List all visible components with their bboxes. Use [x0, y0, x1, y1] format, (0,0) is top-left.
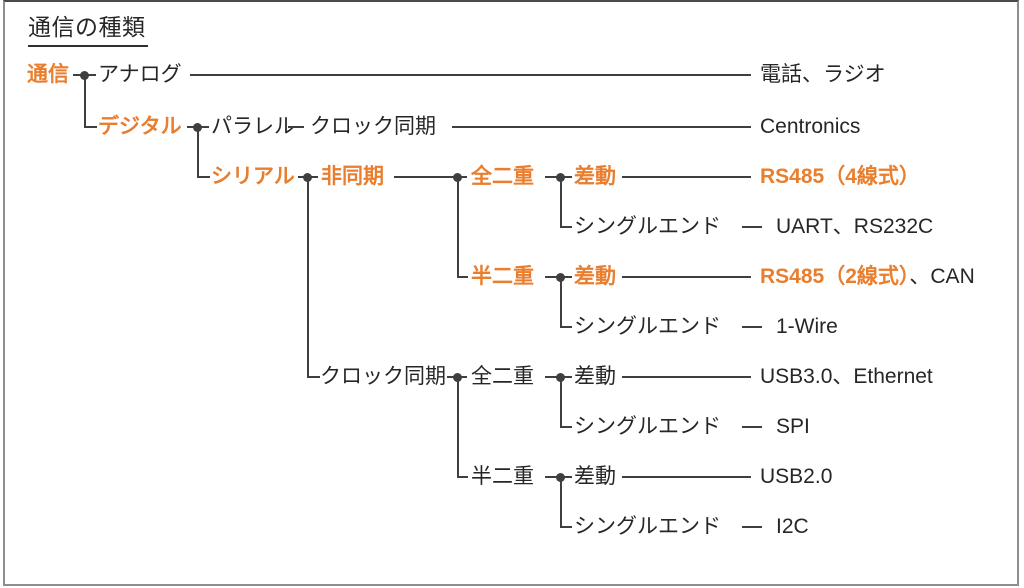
node-async-half-differential: 差動	[574, 265, 616, 288]
node-async-full-duplex: 全二重	[471, 165, 534, 188]
connector-line	[560, 226, 572, 228]
connector-line	[452, 126, 751, 128]
connector-line	[742, 326, 762, 328]
node-sync-full-single-ended: シングルエンド	[574, 415, 721, 438]
node-analog: アナログ	[98, 63, 182, 86]
connector-line	[622, 176, 751, 178]
leaf-spi: SPI	[776, 415, 810, 438]
node-async-full-single-ended: シングルエンド	[574, 215, 721, 238]
leaf-rs485-2wire-label: RS485（2線式）	[760, 265, 910, 288]
connector-line	[622, 376, 751, 378]
connector-line	[457, 476, 468, 478]
leaf-usb3-ethernet: USB3.0、Ethernet	[760, 365, 933, 388]
connector-line	[560, 377, 562, 428]
connector-line	[84, 126, 97, 128]
node-serial-clock-sync: クロック同期	[320, 365, 446, 388]
connector-line	[622, 276, 751, 278]
connector-line	[742, 426, 762, 428]
node-parallel: パラレル	[211, 115, 295, 138]
connector-line	[457, 177, 459, 278]
leaf-centronics: Centronics	[760, 115, 861, 138]
leaf-phone-radio: 電話、ラジオ	[760, 63, 886, 86]
node-asynchronous: 非同期	[321, 165, 384, 188]
node-parallel-clock-sync: クロック同期	[310, 115, 436, 138]
node-sync-half-differential: 差動	[574, 465, 616, 488]
connector-line	[560, 426, 572, 428]
node-communication: 通信	[27, 63, 69, 86]
node-sync-half-single-ended: シングルエンド	[574, 515, 721, 538]
connector-line	[560, 477, 562, 528]
connector-line	[560, 277, 562, 328]
leaf-1-wire: 1-Wire	[776, 315, 838, 338]
node-serial: シリアル	[211, 165, 295, 188]
connector-line	[394, 176, 467, 178]
connector-line	[190, 74, 751, 76]
connector-line	[560, 326, 572, 328]
connector-line	[742, 526, 762, 528]
node-async-half-single-ended: シングルエンド	[574, 315, 721, 338]
leaf-rs485-4wire: RS485（4線式）	[760, 165, 920, 188]
connector-line	[84, 75, 86, 128]
connector-line	[288, 126, 304, 128]
node-sync-full-differential: 差動	[574, 365, 616, 388]
leaf-uart-rs232c: UART、RS232C	[776, 215, 934, 238]
node-async-full-differential: 差動	[574, 165, 616, 188]
connector-line	[560, 177, 562, 228]
node-sync-half-duplex: 半二重	[471, 465, 534, 488]
connector-line	[457, 377, 459, 478]
connector-line	[457, 276, 468, 278]
node-async-half-duplex: 半二重	[471, 265, 534, 288]
connector-line	[622, 476, 751, 478]
node-sync-full-duplex: 全二重	[471, 365, 534, 388]
leaf-i2c: I2C	[776, 515, 809, 538]
connector-line	[197, 176, 210, 178]
leaf-usb2: USB2.0	[760, 465, 833, 488]
connector-line	[742, 226, 762, 228]
page-title: 通信の種類	[28, 8, 148, 47]
connector-line	[560, 526, 572, 528]
leaf-rs485-2wire: RS485（2線式）、CAN	[760, 262, 975, 292]
node-digital: デジタル	[98, 115, 182, 138]
connector-line	[307, 376, 320, 378]
connector-line	[197, 127, 199, 178]
leaf-rs485-2wire-suffix: 、CAN	[909, 265, 975, 288]
connector-line	[307, 177, 309, 378]
